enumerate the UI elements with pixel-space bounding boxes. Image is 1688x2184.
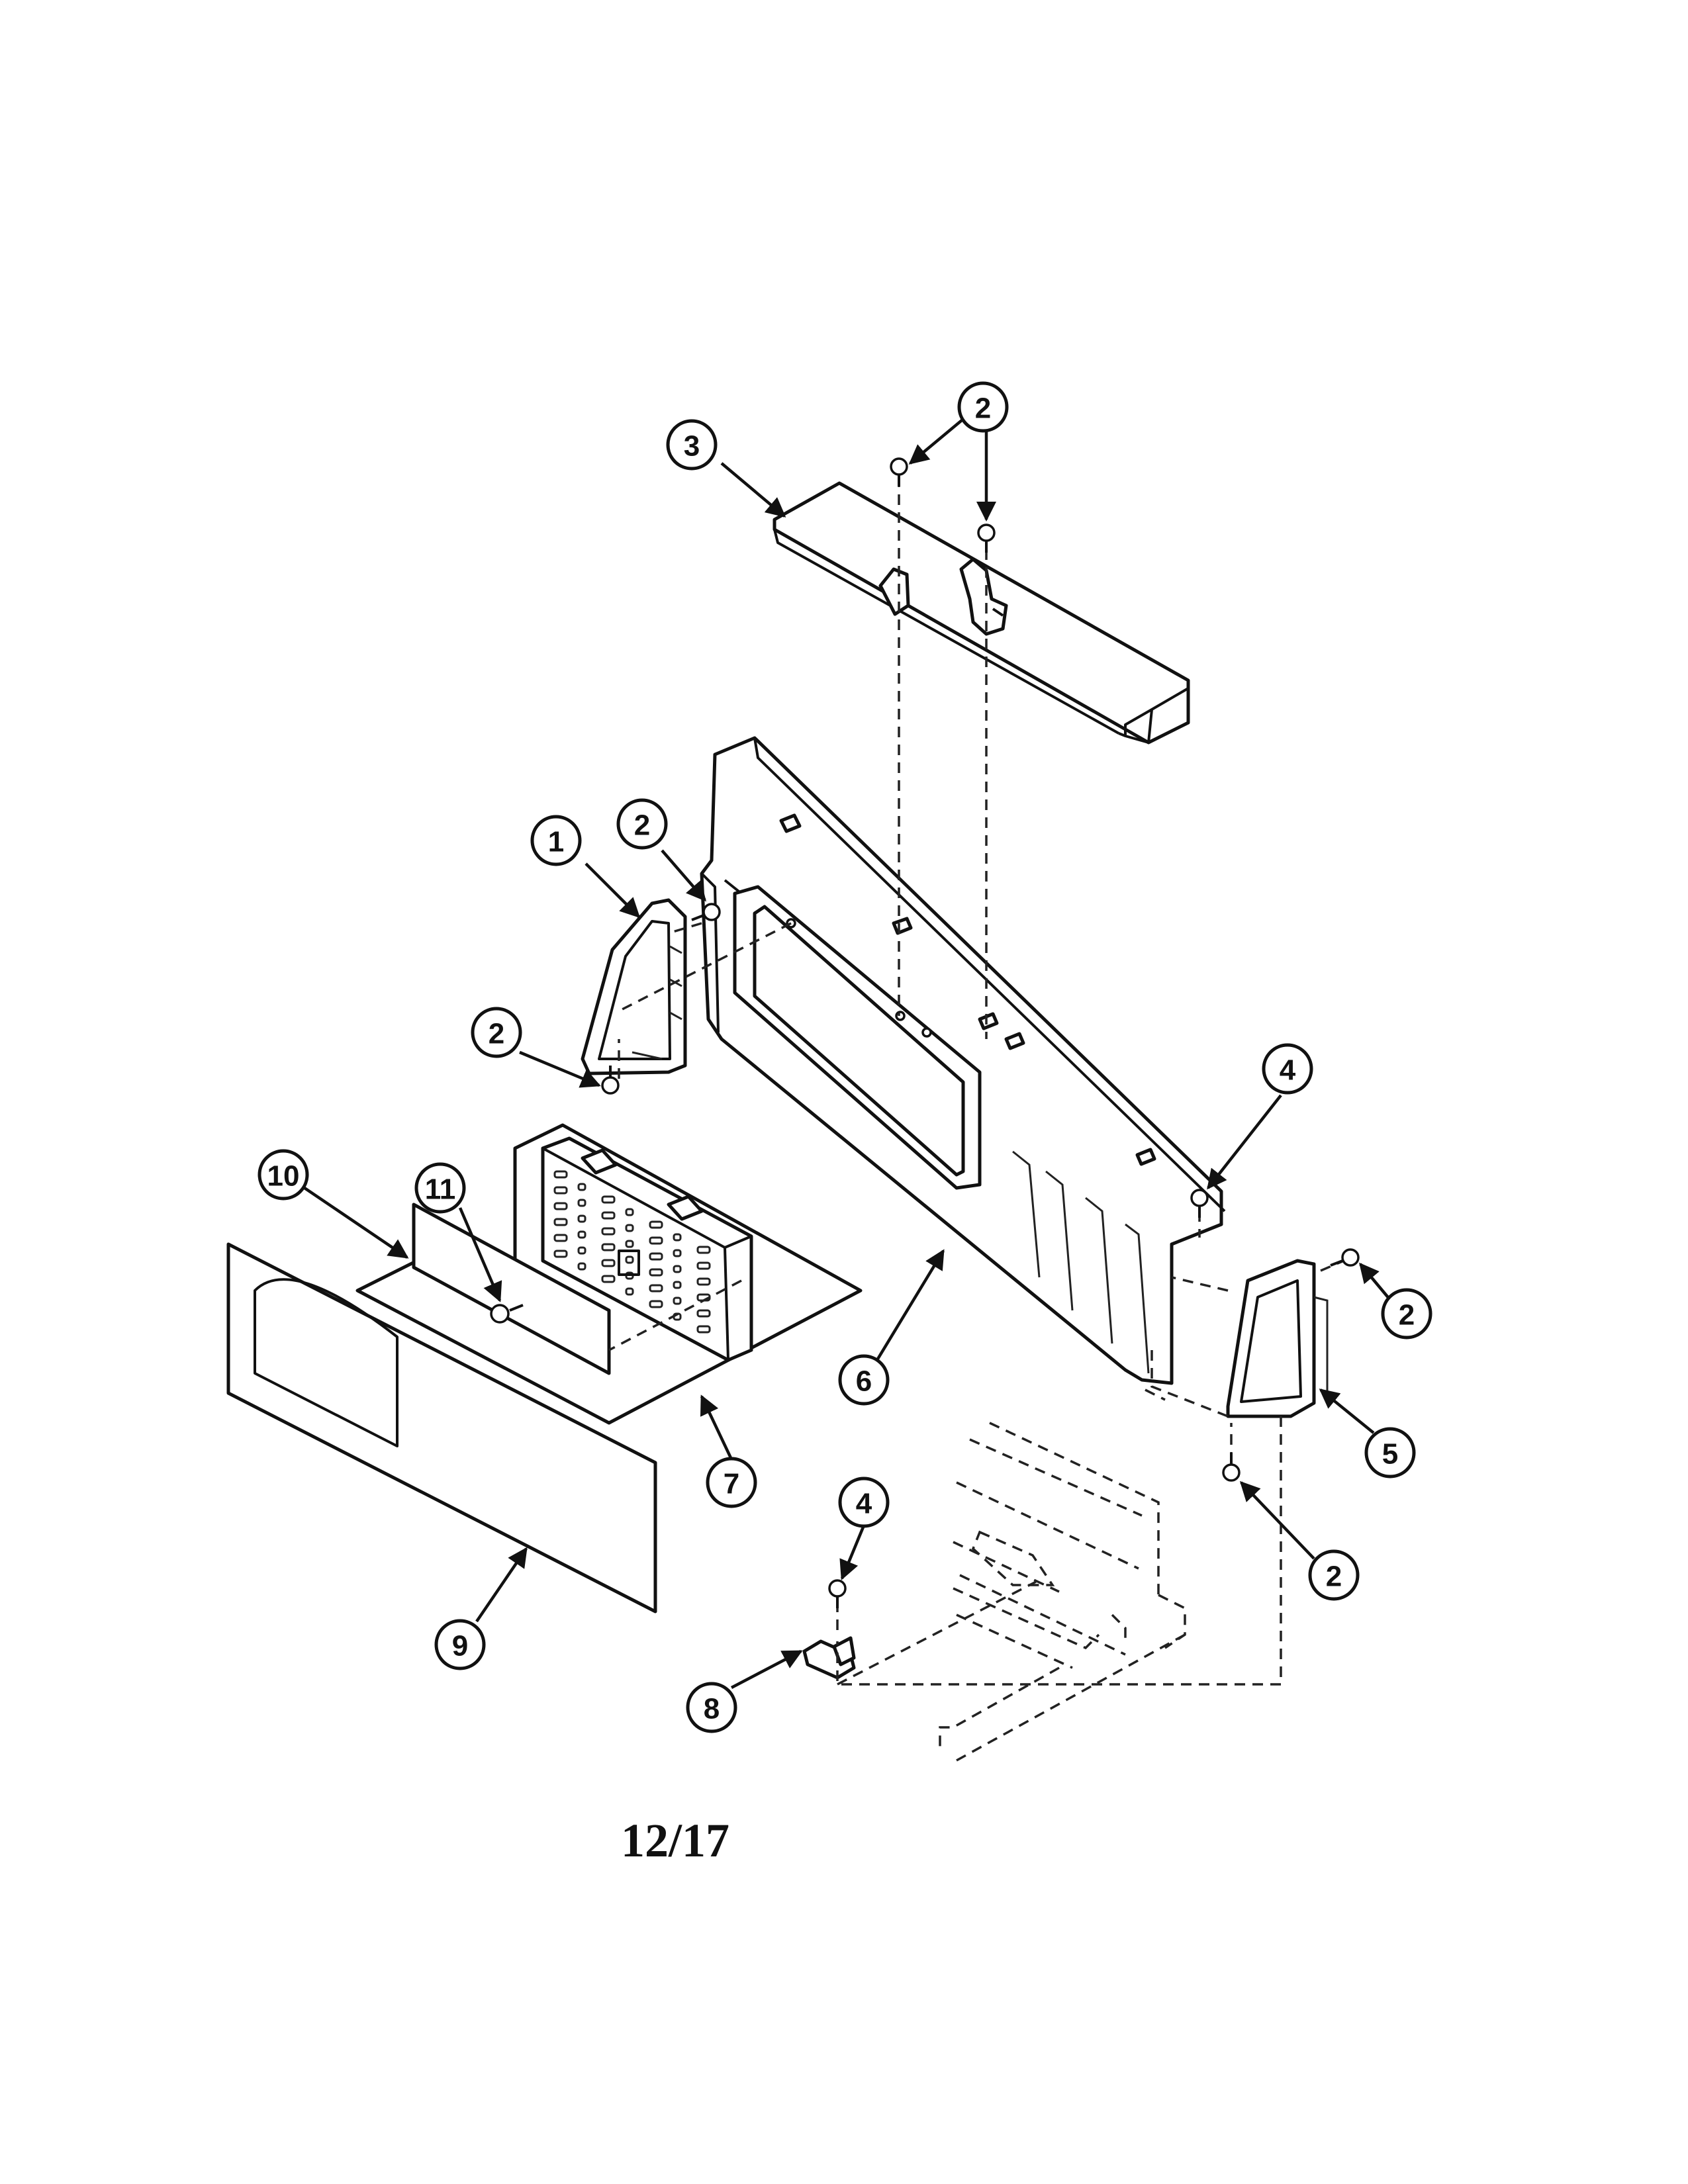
leader-lines — [303, 419, 1395, 1689]
module-button-icon — [553, 1218, 568, 1226]
callout-8: 8 — [686, 1682, 737, 1733]
clip-part-8 — [802, 1636, 856, 1680]
callout-label: 10 — [267, 1160, 300, 1193]
module-button-icon — [649, 1284, 663, 1293]
callout-9: 9 — [434, 1619, 486, 1670]
callout-label: 2 — [1399, 1299, 1415, 1332]
module-button-icon — [553, 1234, 568, 1242]
callout-label: 2 — [634, 809, 650, 842]
module-button-icon — [577, 1183, 586, 1191]
module-button-icon — [649, 1252, 663, 1261]
screw-icon — [977, 523, 996, 553]
front-panel-part-9 — [226, 1242, 657, 1614]
alignment-lines — [608, 477, 1344, 1686]
module-button-icon — [649, 1220, 663, 1229]
module-button-icon — [625, 1224, 634, 1232]
callout-label: 3 — [684, 430, 700, 463]
callout-label: 9 — [452, 1630, 468, 1662]
module-button-icon — [577, 1230, 586, 1239]
module-button-icon — [649, 1236, 663, 1245]
callout-2: 2 — [616, 798, 668, 850]
module-button-icon — [577, 1246, 586, 1255]
module-button-icon — [553, 1186, 568, 1195]
screw-icon — [828, 1579, 847, 1608]
module-button-icon — [601, 1211, 616, 1220]
callout-label: 2 — [1326, 1561, 1342, 1593]
module-button-icon — [696, 1261, 711, 1270]
module-button-icon — [625, 1208, 634, 1216]
callout-11: 11 — [414, 1162, 466, 1214]
callout-label: 8 — [704, 1693, 720, 1725]
module-button-icon — [601, 1243, 616, 1251]
top-cover-part-3 — [773, 481, 1190, 745]
callout-3: 3 — [666, 419, 718, 471]
callout-label: 2 — [975, 392, 991, 425]
callout-4: 4 — [838, 1477, 890, 1528]
module-button-icon — [577, 1199, 586, 1207]
module-button-icon — [649, 1300, 663, 1308]
callout-label: 7 — [724, 1468, 739, 1500]
module-button-icon — [625, 1287, 634, 1296]
module-button-icon — [673, 1265, 682, 1273]
callout-4: 4 — [1262, 1043, 1313, 1095]
callout-2: 2 — [471, 1007, 522, 1058]
callout-5: 5 — [1364, 1427, 1416, 1479]
module-button-icon — [553, 1250, 568, 1258]
screw-icon — [1190, 1189, 1209, 1218]
left-end-cap-part-1 — [581, 898, 687, 1075]
module-button-icon — [673, 1297, 682, 1305]
callout-10: 10 — [258, 1149, 309, 1201]
module-button-icon — [625, 1240, 634, 1248]
module-button-icon — [673, 1249, 682, 1257]
callout-label: 6 — [856, 1365, 872, 1398]
module-button-icon — [577, 1262, 586, 1271]
screw-icon — [1222, 1453, 1241, 1482]
callout-label: 1 — [548, 826, 564, 858]
module-button-icon — [577, 1214, 586, 1223]
screw-icon — [601, 1066, 620, 1095]
callout-label: 4 — [856, 1488, 872, 1520]
right-end-cap-part-5 — [1226, 1259, 1329, 1418]
module-button-icon — [601, 1275, 616, 1283]
module-button-icon — [673, 1281, 682, 1289]
callout-label: 4 — [1280, 1054, 1296, 1087]
module-button-icon — [601, 1195, 616, 1204]
label-part-10 — [412, 1203, 611, 1375]
callout-label: 2 — [489, 1018, 504, 1050]
module-button-icon — [673, 1233, 682, 1242]
module-button-icon — [696, 1325, 711, 1334]
callout-7: 7 — [706, 1457, 757, 1508]
electronic-control-module — [541, 1136, 753, 1362]
callout-2: 2 — [1308, 1549, 1360, 1601]
module-button-icon — [696, 1246, 711, 1254]
page-number: 12/17 — [620, 1814, 729, 1867]
screw-icon — [1330, 1248, 1360, 1267]
module-button-icon — [601, 1227, 616, 1236]
callout-label: 11 — [425, 1173, 456, 1206]
screw-icon — [691, 903, 721, 921]
callout-6: 6 — [838, 1354, 890, 1406]
screw-icon — [490, 1304, 524, 1324]
callout-label: 5 — [1382, 1438, 1398, 1471]
module-button-icon — [696, 1277, 711, 1286]
cabinet-outline — [939, 1388, 1186, 1762]
module-button-icon — [625, 1255, 634, 1264]
module-button-icon — [553, 1170, 568, 1179]
callout-2: 2 — [1381, 1288, 1432, 1340]
module-button-icon — [649, 1268, 663, 1277]
callout-2: 2 — [957, 381, 1009, 433]
console-part-6 — [700, 736, 1226, 1385]
screws — [490, 457, 1360, 1608]
module-button-icon — [553, 1202, 568, 1210]
module-button-icon — [696, 1309, 711, 1318]
screw-icon — [890, 457, 908, 486]
module-button-icon — [601, 1259, 616, 1267]
callout-1: 1 — [530, 815, 582, 866]
